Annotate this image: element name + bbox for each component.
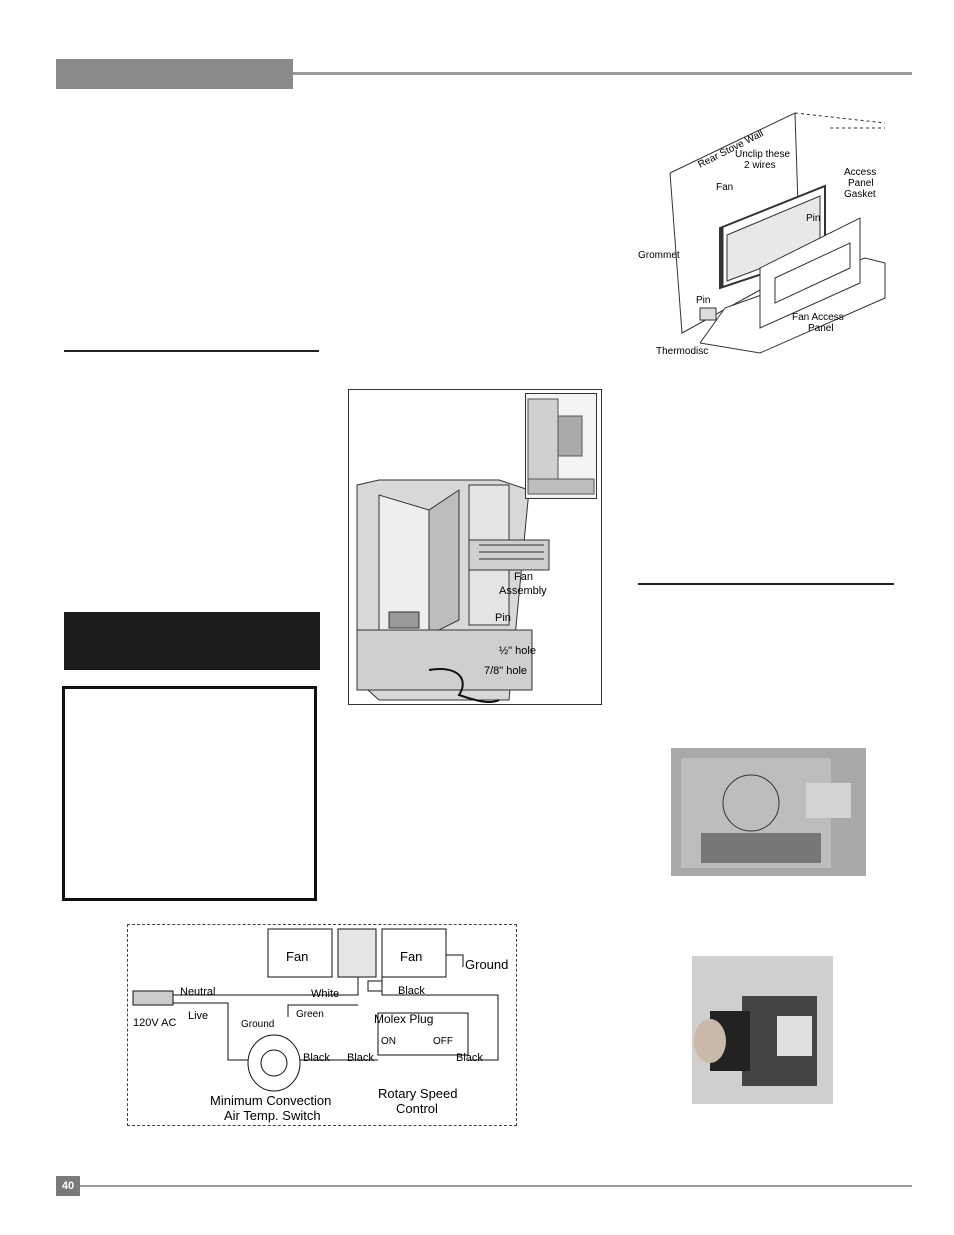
label-fan-assembly-2: Assembly (499, 585, 547, 597)
label-green: Green (296, 1009, 324, 1020)
label-pin: Pin (495, 612, 511, 624)
fan-access-exploded-diagram: Rear Stove Wall Unclip these 2 wires Acc… (638, 112, 886, 357)
label-pin-bottom: Pin (696, 295, 710, 306)
label-min-conv-1: Minimum Convection (210, 1093, 331, 1108)
label-neutral: Neutral (180, 986, 215, 998)
label-access-3: Gasket (844, 189, 876, 200)
label-fan-assembly-1: Fan (514, 571, 533, 583)
header-rule (293, 72, 912, 75)
subsection-rule-right (638, 583, 894, 585)
fan-housing-photo (671, 748, 866, 876)
label-fan-access-1: Fan Access (792, 312, 844, 323)
label-off: OFF (433, 1036, 453, 1047)
label-fan-left: Fan (286, 949, 308, 964)
label-ground-mid: Ground (241, 1019, 274, 1030)
label-access-2: Panel (848, 178, 874, 189)
label-unclip-1: Unclip these (735, 149, 790, 160)
warning-title-bar (64, 612, 320, 670)
label-live: Live (188, 1010, 208, 1022)
label-min-conv-2: Air Temp. Switch (224, 1108, 321, 1123)
footer-rule (80, 1185, 912, 1187)
label-black-b: Black (347, 1052, 374, 1064)
wiring-diagram: Fan Fan Ground Neutral White Black Live … (127, 924, 517, 1126)
label-fan: Fan (716, 182, 733, 193)
label-ground-top: Ground (465, 957, 508, 972)
page-number: 40 (56, 1176, 80, 1196)
label-on: ON (381, 1036, 396, 1047)
label-rotary-2: Control (396, 1101, 438, 1116)
subsection-rule-left (64, 350, 319, 352)
speed-control-photo (692, 956, 833, 1104)
label-120v-ac: 120V AC (133, 1017, 176, 1029)
label-access-1: Access (844, 167, 876, 178)
label-black-c: Black (456, 1052, 483, 1064)
label-black-top: Black (398, 985, 425, 997)
label-unclip-2: 2 wires (744, 160, 776, 171)
stove-inset-image (525, 393, 597, 499)
label-grommet: Grommet (638, 250, 680, 261)
label-white: White (311, 988, 339, 1000)
label-pin-top: Pin (806, 213, 820, 224)
section-header-tab (56, 59, 293, 89)
label-rotary-1: Rotary Speed (378, 1086, 458, 1101)
label-seven-eighths-hole: 7/8" hole (484, 665, 527, 677)
label-thermodisc: Thermodisc (656, 346, 708, 357)
label-fan-access-2: Panel (808, 323, 834, 334)
warning-box (62, 686, 317, 901)
label-molex-plug: Molex Plug (374, 1012, 433, 1026)
label-fan-right: Fan (400, 949, 422, 964)
fan-assembly-illustration: Fan Assembly Pin ½" hole 7/8" hole (356, 479, 550, 704)
label-half-inch-hole: ½" hole (499, 645, 536, 657)
label-black-a: Black (303, 1052, 330, 1064)
